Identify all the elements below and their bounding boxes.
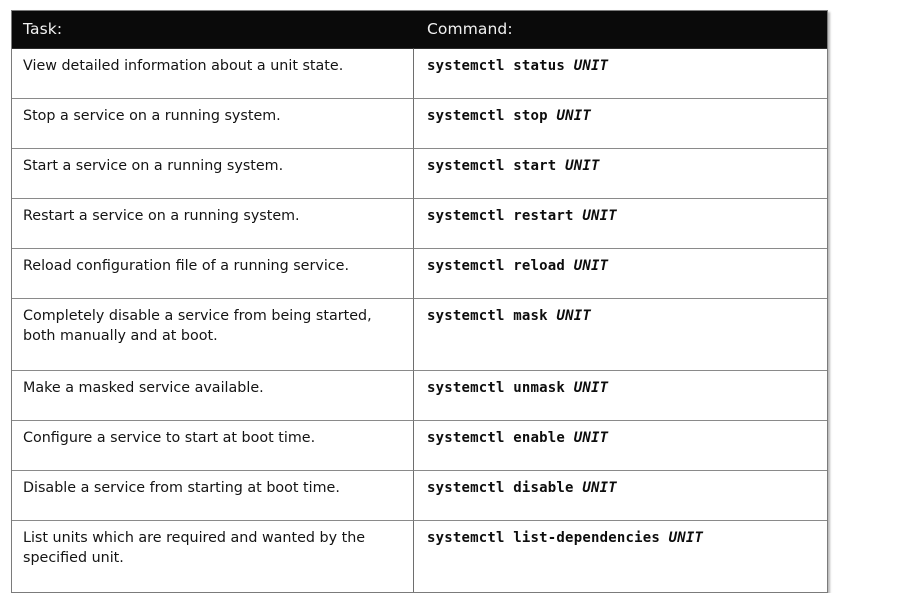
command-argument: UNIT: [573, 430, 609, 446]
command-text: systemctl unmask: [427, 380, 574, 396]
table-header-row: Task: Command:: [12, 11, 827, 48]
command-argument: UNIT: [573, 258, 609, 274]
command-argument: UNIT: [565, 158, 600, 174]
page-root: Task: Command: View detailed information…: [11, 10, 828, 593]
table-cell-command: systemctl enable UNIT: [414, 420, 827, 470]
table-row: Reload configuration file of a running s…: [12, 248, 827, 298]
command-argument: UNIT: [668, 530, 704, 546]
table-cell-task: Restart a service on a running system.: [12, 198, 414, 248]
table-cell-task: Make a masked service available.: [12, 370, 414, 420]
table-cell-command: systemctl reload UNIT: [414, 248, 827, 298]
table-cell-command: systemctl mask UNIT: [414, 298, 827, 370]
table-cell-task: Reload configuration file of a running s…: [12, 248, 414, 298]
table-cell-command: systemctl restart UNIT: [414, 198, 827, 248]
command-argument: UNIT: [582, 208, 617, 224]
table-row: Completely disable a service from being …: [12, 298, 827, 370]
table-row: View detailed information about a unit s…: [12, 48, 827, 98]
systemctl-command-table: Task: Command: View detailed information…: [11, 10, 828, 593]
table-row: List units which are required and wanted…: [12, 520, 827, 592]
command-argument: UNIT: [573, 380, 609, 396]
command-text: systemctl enable: [427, 430, 574, 446]
table-cell-task: Configure a service to start at boot tim…: [12, 420, 414, 470]
table-cell-task: List units which are required and wanted…: [12, 520, 414, 592]
table-cell-task: View detailed information about a unit s…: [12, 48, 414, 98]
command-argument: UNIT: [573, 58, 609, 74]
table-header: Task: Command:: [12, 11, 827, 48]
command-text: systemctl reload: [427, 258, 574, 274]
command-text: systemctl start: [427, 158, 566, 174]
table-cell-command: systemctl disable UNIT: [414, 470, 827, 520]
table-row: Start a service on a running system.syst…: [12, 148, 827, 198]
table-cell-task: Completely disable a service from being …: [12, 298, 414, 370]
command-argument: UNIT: [556, 308, 591, 324]
table-cell-command: systemctl status UNIT: [414, 48, 827, 98]
table-cell-task: Disable a service from starting at boot …: [12, 470, 414, 520]
table-cell-command: systemctl stop UNIT: [414, 98, 827, 148]
command-text: systemctl mask: [427, 308, 557, 324]
command-argument: UNIT: [582, 480, 617, 496]
command-text: systemctl restart: [427, 208, 583, 224]
table-row: Stop a service on a running system.syste…: [12, 98, 827, 148]
table-cell-command: systemctl list-dependencies UNIT: [414, 520, 827, 592]
table-cell-task: Start a service on a running system.: [12, 148, 414, 198]
table-cell-command: systemctl unmask UNIT: [414, 370, 827, 420]
command-text: systemctl stop: [427, 108, 557, 124]
column-header-task: Task:: [12, 11, 414, 48]
table-row: Restart a service on a running system.sy…: [12, 198, 827, 248]
command-text: systemctl disable: [427, 480, 583, 496]
table-cell-command: systemctl start UNIT: [414, 148, 827, 198]
column-header-command: Command:: [414, 11, 827, 48]
command-text: systemctl list-dependencies: [427, 530, 669, 546]
table-row: Make a masked service available.systemct…: [12, 370, 827, 420]
table-row: Configure a service to start at boot tim…: [12, 420, 827, 470]
table-body: View detailed information about a unit s…: [12, 48, 827, 592]
table-cell-task: Stop a service on a running system.: [12, 98, 414, 148]
command-text: systemctl status: [427, 58, 574, 74]
table-row: Disable a service from starting at boot …: [12, 470, 827, 520]
command-argument: UNIT: [556, 108, 591, 124]
